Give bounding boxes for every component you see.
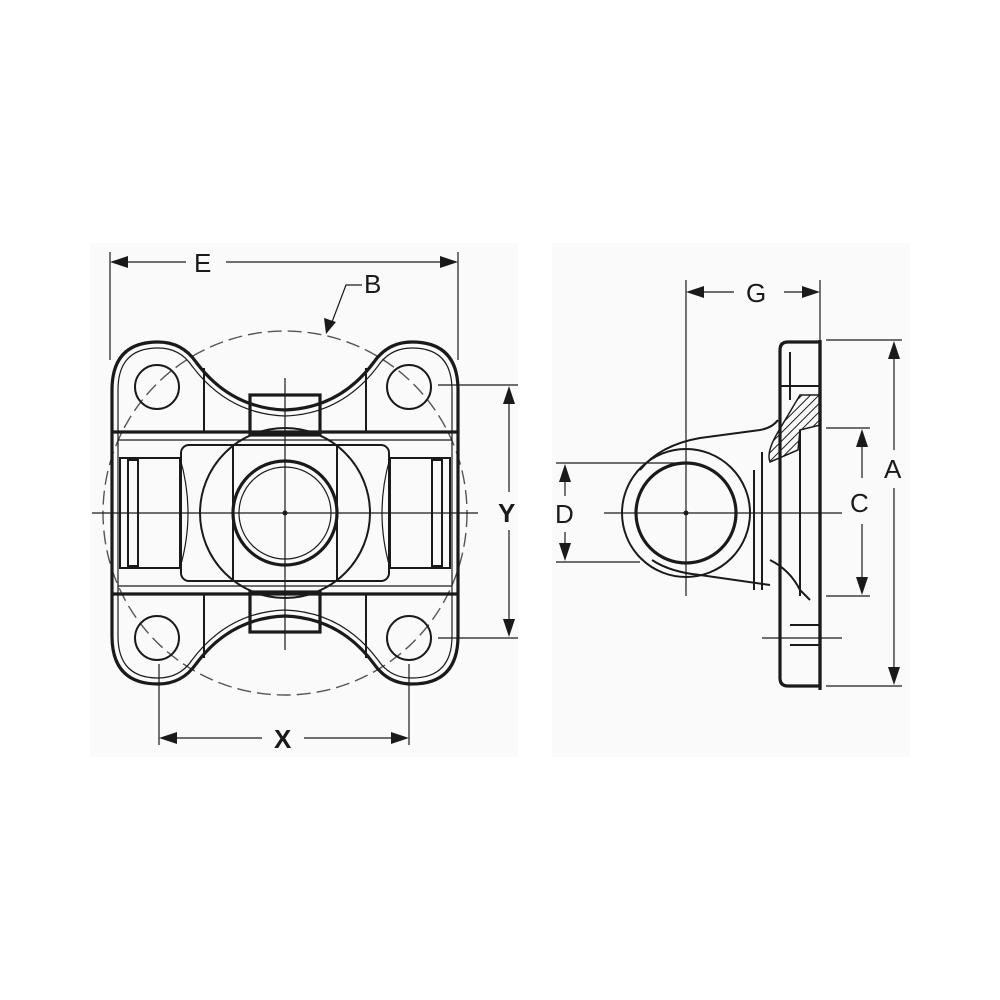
dim-label-e: E <box>194 248 211 278</box>
dim-label-b: B <box>364 269 381 299</box>
dim-label-c: C <box>850 488 869 518</box>
dim-label-x: X <box>274 724 292 754</box>
dim-label-a: A <box>884 454 902 484</box>
side-view: G A C D <box>555 278 902 690</box>
bolt-hole-bottom-left <box>134 615 180 661</box>
side-view-panel <box>552 243 910 757</box>
front-view: E B Y X <box>92 248 518 754</box>
bolt-hole-bottom-right <box>386 615 432 661</box>
bolt-hole-top-right <box>386 364 432 410</box>
bolt-hole-top-left <box>134 364 180 410</box>
hatched-section <box>768 394 821 463</box>
dim-label-y: Y <box>498 498 515 528</box>
dim-label-g: G <box>746 278 766 308</box>
dim-label-d: D <box>555 499 574 529</box>
flange-outline <box>110 340 460 686</box>
